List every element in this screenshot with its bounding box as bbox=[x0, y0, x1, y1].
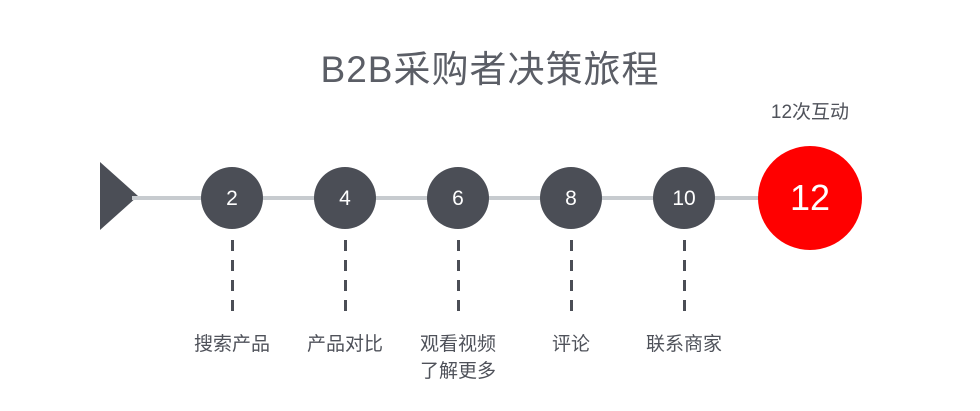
timeline-node-4[interactable]: 8 bbox=[540, 167, 602, 229]
timeline-node-final[interactable]: 12 bbox=[758, 146, 862, 250]
timeline-caption-4: 评论 bbox=[486, 331, 656, 358]
timeline-node-2[interactable]: 4 bbox=[314, 167, 376, 229]
timeline-caption-3: 观看视频 了解更多 bbox=[373, 331, 543, 385]
timeline-caption-2: 产品对比 bbox=[260, 331, 430, 358]
timeline-caption-4-line1: 评论 bbox=[551, 334, 590, 355]
final-node-annotation: 12次互动 bbox=[770, 102, 850, 123]
timeline-leader-1 bbox=[230, 240, 234, 312]
timeline-start-arrow-icon bbox=[100, 162, 138, 230]
timeline-leader-4 bbox=[569, 240, 573, 312]
timeline-node-1[interactable]: 2 bbox=[201, 167, 263, 229]
timeline-node-5[interactable]: 10 bbox=[653, 167, 715, 229]
page-title: B2B采购者决策旅程 bbox=[320, 49, 660, 90]
timeline-caption-5-line1: 联系商家 bbox=[645, 334, 722, 355]
timeline-caption-3-line1: 观看视频 bbox=[419, 334, 496, 355]
timeline-node-3[interactable]: 6 bbox=[427, 167, 489, 229]
timeline-leader-5 bbox=[682, 240, 686, 312]
timeline-leader-2 bbox=[343, 240, 347, 312]
timeline-caption-3-line2: 了解更多 bbox=[419, 361, 496, 382]
timeline-caption-2-line1: 产品对比 bbox=[306, 334, 383, 355]
timeline-caption-5: 联系商家 bbox=[599, 331, 769, 358]
timeline-leader-3 bbox=[456, 240, 460, 312]
timeline-caption-1: 搜索产品 bbox=[147, 331, 317, 358]
timeline-caption-1-line1: 搜索产品 bbox=[193, 334, 270, 355]
